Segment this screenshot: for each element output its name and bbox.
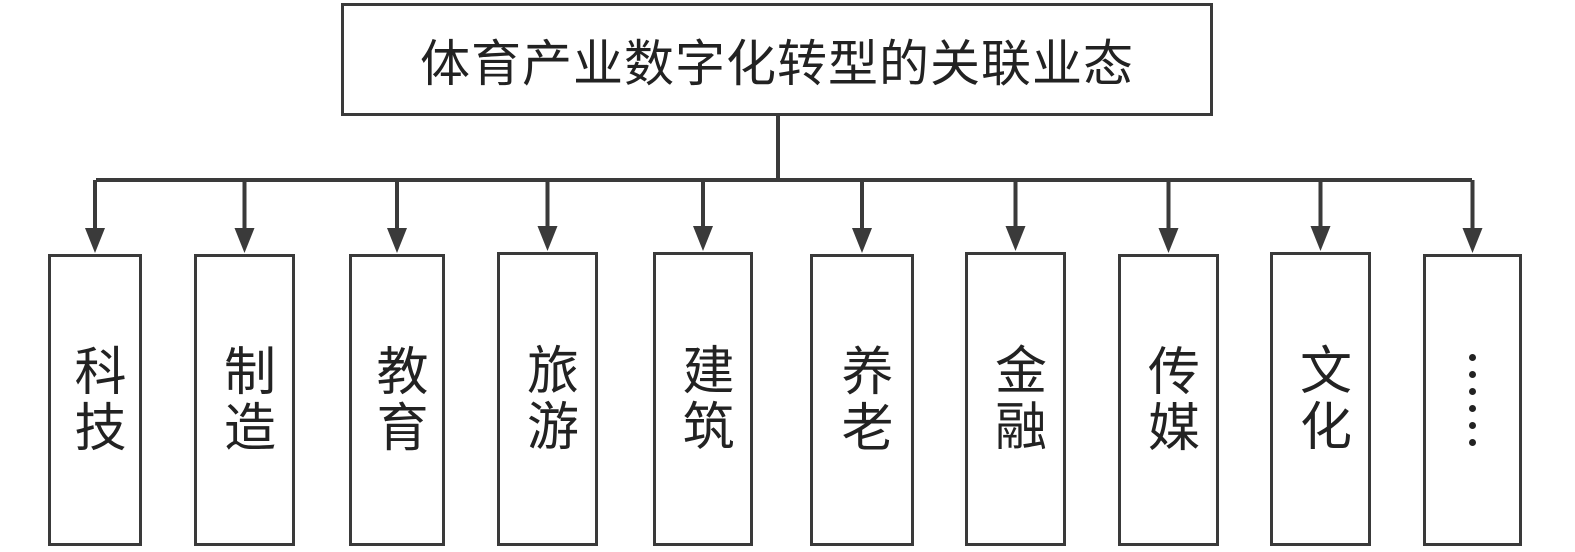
arrowhead-icon — [1462, 228, 1483, 253]
child-label: 养老 — [832, 344, 892, 456]
arrowhead-icon — [387, 228, 407, 253]
child-label: 制造 — [214, 344, 275, 456]
child-node-elderly-care: 养老 — [810, 254, 914, 546]
child-label: 建筑 — [673, 343, 733, 455]
arrowhead-icon — [693, 226, 713, 251]
child-label: 旅游 — [517, 343, 578, 455]
child-node-media: 传媒 — [1118, 254, 1219, 546]
child-node-manufacturing: 制造 — [194, 254, 295, 546]
child-label: 科技 — [65, 344, 125, 456]
arrowhead-icon — [1158, 228, 1179, 253]
child-label: 文化 — [1290, 343, 1351, 455]
child-node-more: …… — [1423, 254, 1522, 546]
arrowhead-icon — [234, 228, 255, 253]
root-title: 体育产业数字化转型的关联业态 — [420, 34, 1134, 93]
ellipsis-dot — [1469, 405, 1476, 412]
ellipsis-dot — [1469, 371, 1476, 378]
arrowhead-icon — [1310, 226, 1331, 251]
arrowhead-icon — [85, 228, 105, 253]
arrowhead-icon — [1005, 226, 1026, 251]
child-label: 传媒 — [1138, 344, 1199, 456]
arrowhead-icon — [537, 226, 558, 251]
ellipsis-dot — [1469, 354, 1476, 361]
ellipsis-dot — [1469, 388, 1476, 395]
ellipsis-icon — [1469, 354, 1476, 446]
arrowhead-icon — [852, 228, 872, 253]
ellipsis-dot — [1469, 439, 1476, 446]
root-node: 体育产业数字化转型的关联业态 — [341, 3, 1213, 116]
child-node-construction: 建筑 — [653, 252, 753, 546]
child-node-culture: 文化 — [1270, 252, 1371, 546]
child-node-tourism: 旅游 — [497, 252, 598, 546]
child-node-tech: 科技 — [48, 254, 142, 546]
ellipsis-dot — [1469, 422, 1476, 429]
child-node-finance: 金融 — [965, 252, 1066, 546]
child-label: 金融 — [985, 343, 1046, 455]
child-node-education: 教育 — [349, 254, 445, 546]
child-label: 教育 — [367, 344, 427, 456]
